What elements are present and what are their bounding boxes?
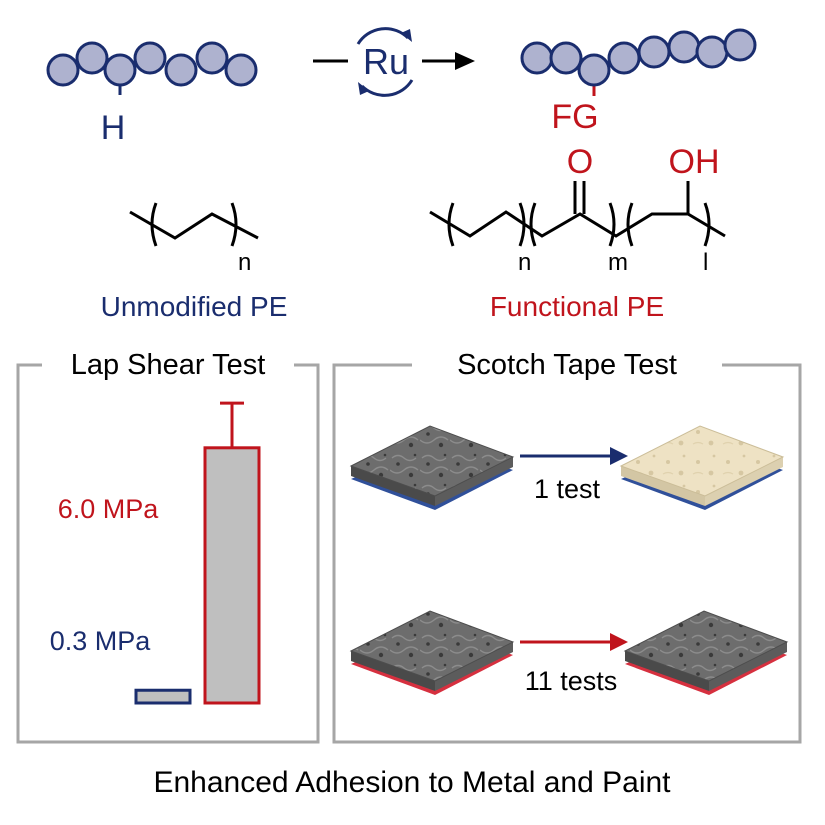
carbonyl-label: O <box>567 143 593 181</box>
bracket <box>608 202 616 247</box>
sample-before-row2 <box>349 610 515 695</box>
unmodified-pe-label: Unmodified PE <box>101 291 288 322</box>
chain-bead <box>607 41 641 75</box>
chain-bead <box>103 53 137 87</box>
h-label: H <box>101 109 126 147</box>
lap-shear-panel: Lap Shear Test 0.3 MPa 6.0 MPa <box>16 349 320 744</box>
value-label-functional: 6.0 MPa <box>58 494 160 524</box>
chain-bead <box>549 41 583 75</box>
subscript-m: m <box>608 249 628 276</box>
block-front-face <box>625 651 709 691</box>
paint-top-face <box>619 425 785 497</box>
lap-shear-title: Lap Shear Test <box>71 349 266 381</box>
chain-bead <box>195 41 229 75</box>
subscript-l: l <box>703 249 708 276</box>
block-side-face <box>435 457 513 506</box>
cycle-arrowhead-icon <box>401 29 412 42</box>
foam-top-face <box>349 425 515 497</box>
panel-frame <box>332 363 802 744</box>
cycle-arc-bottom <box>360 79 414 97</box>
functional-pe-label: Functional PE <box>490 291 664 322</box>
bar-unmodified <box>134 688 192 705</box>
unmodified-chain: H <box>46 41 258 147</box>
chain-bead <box>695 35 729 69</box>
scotch-tape-panel: Scotch Tape Test 1 test 11 tests <box>332 349 802 744</box>
chain-bead <box>637 35 671 69</box>
sample-before-row1 <box>349 425 515 510</box>
arrow-head-icon <box>610 633 628 651</box>
bracket <box>518 202 526 247</box>
functional-backbone <box>429 210 726 238</box>
bracket-left <box>150 202 158 247</box>
chain-bead <box>46 53 80 87</box>
chain-bead <box>133 41 167 75</box>
arrow-head-icon <box>610 447 628 465</box>
bracket <box>447 202 455 247</box>
chain-bead <box>224 53 258 87</box>
arrow-head-icon <box>455 52 475 70</box>
bracket-right <box>230 202 238 247</box>
chain-bead <box>667 30 701 64</box>
sample-after-row1 <box>619 425 785 510</box>
foam-top-face <box>349 610 515 682</box>
row1-test-label: 1 test <box>534 474 601 504</box>
footer-caption: Enhanced Adhesion to Metal and Paint <box>153 766 671 799</box>
block-side-face <box>709 642 787 691</box>
ru-catalyst-arrow: Ru <box>313 27 475 97</box>
unmodified-pe-structure <box>129 202 259 247</box>
bracket <box>529 202 537 247</box>
chain-bead <box>520 41 554 75</box>
block-front-face <box>351 651 435 691</box>
cycle-arrowhead-icon <box>358 82 369 95</box>
panel-frame <box>16 363 320 744</box>
chain-bead <box>164 53 198 87</box>
value-label-unmodified: 0.3 MPa <box>50 626 152 656</box>
chain-bead <box>577 53 611 87</box>
functional-chain: FG <box>520 28 757 136</box>
fg-label: FG <box>551 98 598 136</box>
chain-bead <box>75 41 109 75</box>
bracket <box>703 202 711 247</box>
hydroxyl-label: OH <box>669 143 720 181</box>
catalyst-label: Ru <box>363 41 409 82</box>
functional-pe-structure <box>429 181 726 247</box>
sample-after-row2 <box>623 610 789 695</box>
bracket <box>626 202 634 247</box>
unmodified-subscript: n <box>238 249 251 276</box>
subscript-n: n <box>518 249 531 276</box>
block-side-face <box>705 457 783 506</box>
block-side-face <box>435 642 513 691</box>
pe-backbone <box>129 210 259 240</box>
foam-top-face <box>623 610 789 682</box>
lap-shear-chart <box>134 401 261 705</box>
bar-functional <box>203 446 261 705</box>
block-front-face <box>351 466 435 506</box>
reaction-scheme: H Ru FG <box>46 27 757 147</box>
row2-test-label: 11 tests <box>525 666 618 696</box>
block-front-face <box>621 466 705 506</box>
scotch-tape-title: Scotch Tape Test <box>457 349 677 381</box>
chain-bead <box>723 28 757 62</box>
